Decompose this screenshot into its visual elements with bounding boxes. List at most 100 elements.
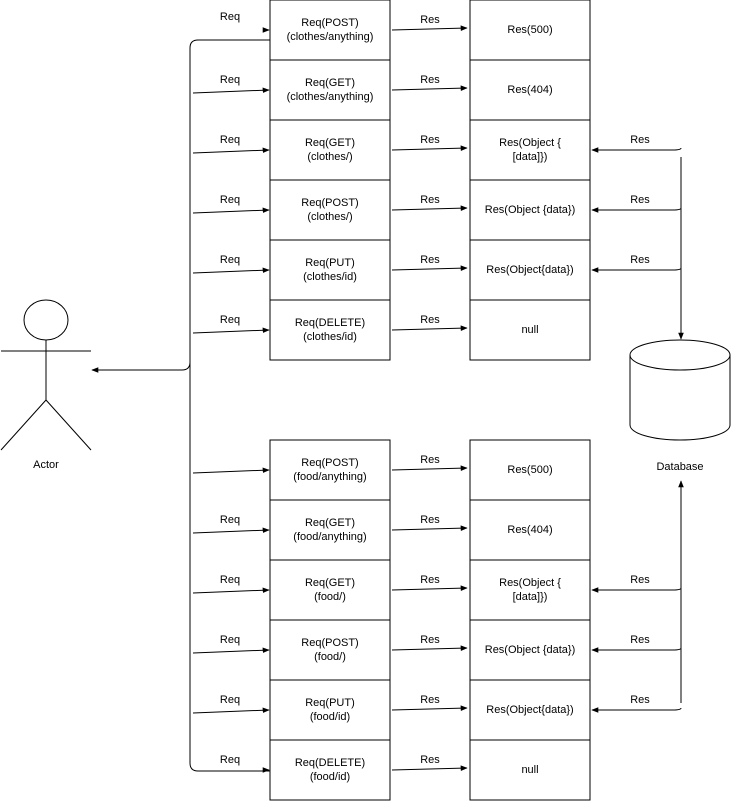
request-text: Req(DELETE)(clothes/id) [295, 317, 365, 343]
request-text: Req(DELETE)(food/id) [295, 757, 365, 783]
request-text-line: (food/) [314, 591, 346, 603]
database-top [629, 339, 731, 371]
actor-left-leg [0, 399, 47, 451]
response-label: Res [420, 634, 440, 646]
request-text: Req(POST)(food/anything) [293, 457, 366, 483]
response-label: Res [420, 314, 440, 326]
database-cylinder [629, 339, 731, 441]
response-text-line: Res(Object { [499, 577, 561, 589]
response-text: Res(500) [507, 24, 552, 36]
response-label: Res [420, 754, 440, 766]
request-arrow [192, 527, 270, 534]
request-box [269, 299, 391, 361]
response-text: null [521, 324, 538, 336]
request-label: Req [220, 11, 240, 23]
response-text: Res(Object {[data]}) [499, 577, 561, 603]
response-text: Res(500) [507, 464, 552, 476]
row-food-1: Req(GET)(food/anything) Res(404) Req Res [192, 499, 591, 561]
response-box [469, 59, 591, 121]
database-feed-label: Res [630, 574, 650, 586]
request-text: Req(POST)(clothes/) [301, 197, 358, 223]
response-text-line: null [521, 324, 538, 336]
response-text-line: Res(Object {data}) [485, 204, 576, 216]
request-label: Req [220, 194, 240, 206]
response-box [469, 119, 591, 181]
response-arrow [391, 645, 468, 651]
request-text-line: Req(PUT) [305, 697, 355, 709]
response-label: Res [420, 514, 440, 526]
response-box [469, 299, 591, 361]
response-label: Res [420, 694, 440, 706]
row-clothes-5: Req(DELETE)(clothes/id) null Req Res [192, 299, 591, 361]
request-box [269, 119, 391, 181]
response-box [469, 439, 591, 501]
response-arrow [391, 765, 468, 771]
request-text: Req(PUT) (food/id) [305, 697, 355, 723]
response-box [469, 179, 591, 241]
request-text-line: (clothes/id) [303, 331, 357, 343]
request-arrow [192, 87, 270, 94]
response-arrow [391, 205, 468, 211]
response-text-line: Res(Object {data}) [485, 644, 576, 656]
request-text-line: Req(GET) [305, 137, 355, 149]
response-arrow [391, 85, 468, 91]
request-text-line: (clothes/) [307, 151, 352, 163]
response-label: Res [420, 194, 440, 206]
database-feed-label: Res [630, 194, 650, 206]
database-feed-arrow [591, 647, 682, 653]
request-label: Req [220, 74, 240, 86]
request-box [269, 619, 391, 681]
response-text-line: [data]}) [513, 151, 548, 163]
request-box [269, 559, 391, 621]
request-label: Req [220, 514, 240, 526]
request-text-line: Req(DELETE) [295, 757, 365, 769]
database-label: Database [656, 461, 703, 473]
response-label: Res [420, 14, 440, 26]
request-text: Req(POST)(food/) [301, 637, 358, 663]
request-text-line: Req(POST) [301, 17, 358, 29]
request-arrow [192, 467, 270, 474]
request-box [269, 739, 391, 801]
row-clothes-2: Req(GET)(clothes/)Res(Object {[data]})Re… [192, 119, 682, 181]
database-feed-arrow [591, 267, 682, 273]
response-arrow [391, 25, 468, 31]
request-box [269, 439, 391, 501]
request-text-line: (clothes/) [307, 211, 352, 223]
request-text-line: Req(GET) [305, 77, 355, 89]
response-box [469, 0, 591, 61]
request-text-line: (food/) [314, 651, 346, 663]
actor-head [23, 299, 69, 341]
request-label: Req [220, 574, 240, 586]
request-arrow [192, 147, 270, 154]
response-text: Res(Object {data}) [485, 204, 576, 216]
request-text-line: (food/anything) [293, 471, 366, 483]
response-text: Res(404) [507, 524, 552, 536]
response-text-line: Res(Object { [499, 137, 561, 149]
request-label: Req [220, 314, 240, 326]
database-body [629, 355, 731, 441]
response-arrow [391, 465, 468, 471]
request-label: Req [220, 754, 240, 766]
request-arrow [192, 707, 270, 714]
response-arrow [391, 325, 468, 331]
actor-figure [0, 299, 92, 451]
request-text-line: Req(PUT) [305, 257, 355, 269]
response-text-line: Res(Object{data}) [486, 704, 573, 716]
response-box [469, 619, 591, 681]
response-label: Res [420, 574, 440, 586]
actor-right-leg [45, 399, 92, 451]
request-text-line: (food/anything) [293, 531, 366, 543]
request-text: Req(GET)(food/) [305, 577, 355, 603]
request-text-line: (food/id) [310, 711, 350, 723]
group-food: Req(POST)(food/anything)Res(500)ResReq(G… [192, 439, 682, 801]
response-label: Res [420, 74, 440, 86]
request-text: Req(GET)(food/anything) [293, 517, 366, 543]
response-arrow [391, 585, 468, 591]
response-box [469, 559, 591, 621]
database-feed-label: Res [630, 694, 650, 706]
